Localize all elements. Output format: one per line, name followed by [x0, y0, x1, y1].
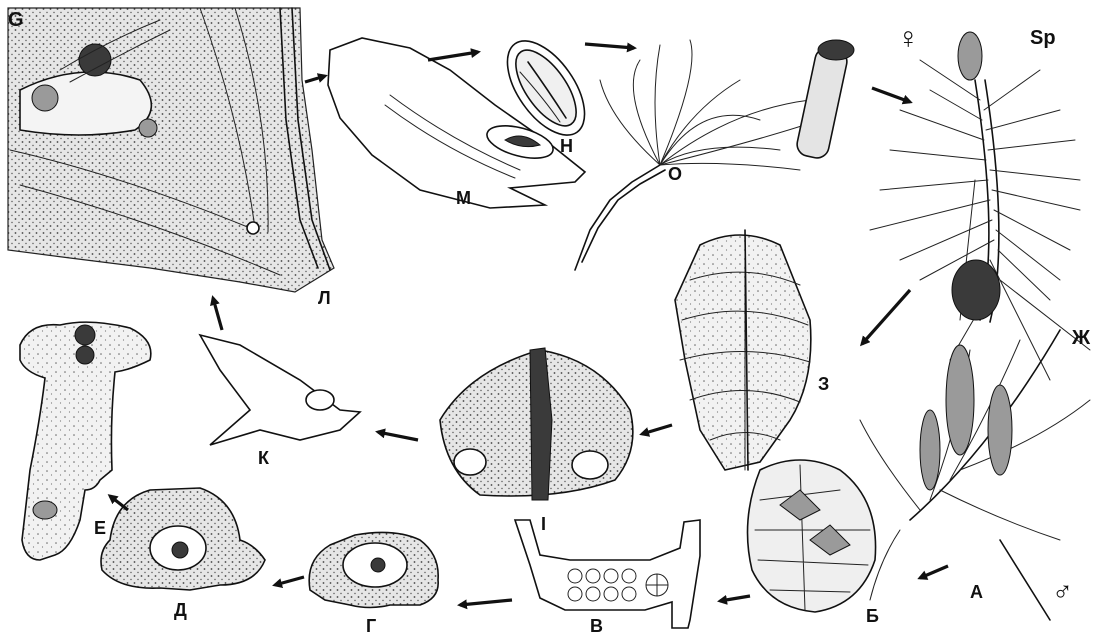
label-male-symbol: ♂ [1052, 575, 1073, 606]
label-N: Н [560, 136, 573, 156]
label-O: О [668, 164, 682, 184]
label-D: Д [174, 600, 187, 620]
label-female-symbol: ♀ [897, 22, 920, 55]
ovule-section-drawing [8, 8, 334, 292]
label-Sp: Sp [1030, 27, 1056, 49]
label-Zh: Ж [1071, 327, 1091, 349]
open-cone-drawing [748, 460, 876, 612]
gametophyte-ovule-drawing [309, 532, 438, 607]
female-pine-branch-drawing [870, 32, 1090, 380]
closed-cone-drawing [675, 230, 811, 470]
ovule-outline-drawing [200, 335, 360, 445]
label-B: Б [866, 606, 879, 626]
label-E: Е [94, 518, 106, 538]
label-V: В [590, 616, 603, 634]
label-G: G [8, 9, 24, 31]
label-K: К [258, 448, 270, 468]
label-Z: З [818, 374, 829, 394]
label-L: Л [318, 288, 331, 308]
label-I: І [541, 514, 546, 534]
archegonia-ovule-drawing [101, 488, 265, 590]
seed-scale-drawing [440, 348, 633, 500]
label-G-cyrillic: Г [366, 616, 376, 634]
seedling-drawing [575, 40, 854, 270]
label-M: М [456, 188, 471, 208]
megasporangium-drawing [515, 520, 700, 628]
label-A: А [970, 582, 983, 602]
